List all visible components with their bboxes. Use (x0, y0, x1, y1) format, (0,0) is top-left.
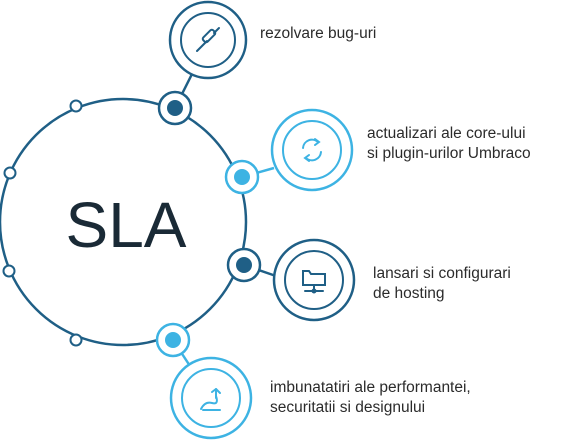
ring-node-4 (155, 322, 191, 358)
ring-dot (3, 166, 17, 180)
ring-node-1 (157, 90, 193, 126)
badge-hosting (272, 238, 356, 322)
ring-node-2 (224, 159, 260, 195)
growth-arrow-icon (200, 388, 221, 411)
sla-center-label: SLA (66, 189, 187, 261)
sla-ring (0, 97, 248, 347)
ring-dot (2, 264, 16, 278)
item-label-bug-fix: rezolvare bug-uri (260, 25, 377, 42)
item-label-updates: actualizari ale core-ului si plugin-uril… (367, 125, 531, 162)
item-label-hosting: lansari si configurari de hosting (373, 265, 511, 302)
badge-updates (270, 108, 354, 192)
ring-node-3 (226, 247, 262, 283)
ring-dot (69, 333, 83, 347)
ring-dot (69, 99, 83, 113)
screwdriver-icon (196, 27, 220, 52)
badge-bug-fix (168, 0, 248, 80)
refresh-icon (302, 138, 322, 162)
folder-network-icon (302, 270, 326, 294)
badge-performance (169, 356, 253, 440)
item-label-performance: imbunatatiri ale performantei, securitat… (270, 379, 471, 416)
